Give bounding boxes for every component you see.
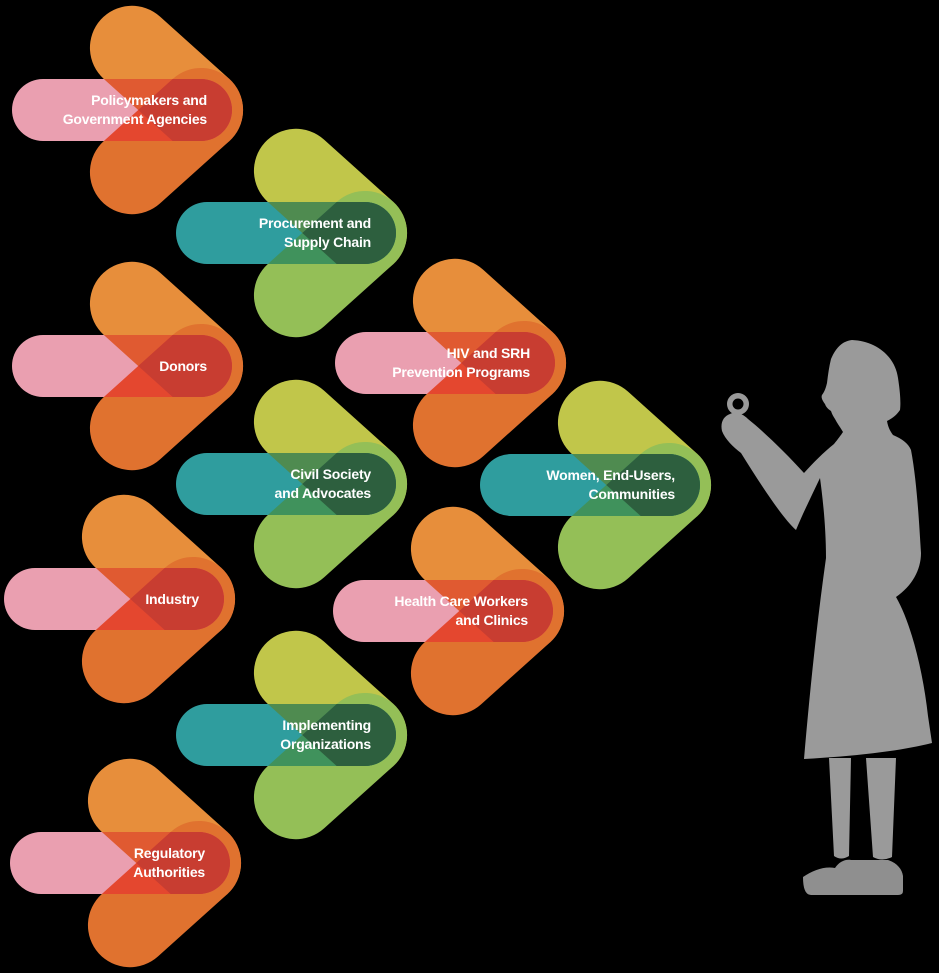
label-hiv-srh: HIV and SRH Prevention Programs (335, 332, 530, 394)
arrow-donors: Donors (12, 260, 252, 472)
woman-legs (829, 758, 896, 860)
label-line: and Advocates (274, 485, 372, 501)
label-line: Authorities (133, 864, 205, 880)
label-civil-society: Civil Society and Advocates (176, 453, 372, 515)
woman-shoes (803, 859, 903, 895)
label-implementing: Implementing Organizations (176, 704, 371, 766)
label-line: Procurement and (258, 215, 371, 231)
label-line: Policymakers and (91, 92, 207, 108)
chevron-graphic (335, 258, 567, 468)
label-line: Government Agencies (62, 111, 207, 127)
label-line: Organizations (280, 736, 371, 752)
label-line: Regulatory (133, 845, 205, 861)
arrow-policymakers: Policymakers and Government Agencies (12, 4, 252, 216)
arrow-implementing: Implementing Organizations (176, 629, 416, 841)
chevron-graphic (12, 5, 244, 215)
label-line: HIV and SRH (446, 345, 531, 361)
chevron-graphic (480, 380, 712, 590)
label-line: Health Care Workers (394, 593, 528, 609)
label-health-care: Health Care Workers and Clinics (333, 580, 528, 642)
label-industry: Industry (4, 568, 199, 630)
label-procurement: Procurement and Supply Chain (176, 202, 371, 264)
label-line: Supply Chain (283, 234, 371, 250)
label-line: Civil Society (290, 466, 371, 482)
chevron-graphic (10, 758, 242, 968)
label-policymakers: Policymakers and Government Agencies (12, 79, 207, 141)
arrow-women-end-users: Women, End-Users, Communities (480, 379, 720, 591)
label-line: Donors (159, 357, 207, 374)
label-line: Implementing (282, 717, 371, 733)
arrow-industry: Industry (4, 493, 244, 705)
arrow-civil-society: Civil Society and Advocates (176, 378, 416, 590)
chevron-graphic (176, 379, 408, 589)
arrow-regulatory: Regulatory Authorities (10, 757, 250, 969)
ring-icon (727, 393, 749, 415)
chevron-graphic (176, 128, 408, 338)
label-donors: Donors (12, 335, 207, 397)
arrow-health-care: Health Care Workers and Clinics (333, 505, 573, 717)
label-line: Women, End-Users, (546, 467, 675, 483)
label-line: Industry (145, 590, 199, 607)
chevron-graphic (333, 506, 565, 716)
chevron-graphic (4, 494, 236, 704)
woman-silhouette (700, 330, 939, 910)
arrow-procurement: Procurement and Supply Chain (176, 127, 416, 339)
woman-silhouette-graphic (721, 340, 932, 895)
label-women-end-users: Women, End-Users, Communities (480, 454, 675, 516)
woman-body (721, 340, 932, 759)
label-line: and Clinics (455, 612, 529, 628)
label-regulatory: Regulatory Authorities (10, 832, 205, 894)
chevron-graphic (12, 261, 244, 471)
chevron-graphic (176, 630, 408, 840)
label-line: Prevention Programs (392, 364, 530, 380)
label-line: Communities (588, 486, 676, 502)
arrow-hiv-srh: HIV and SRH Prevention Programs (335, 257, 575, 469)
